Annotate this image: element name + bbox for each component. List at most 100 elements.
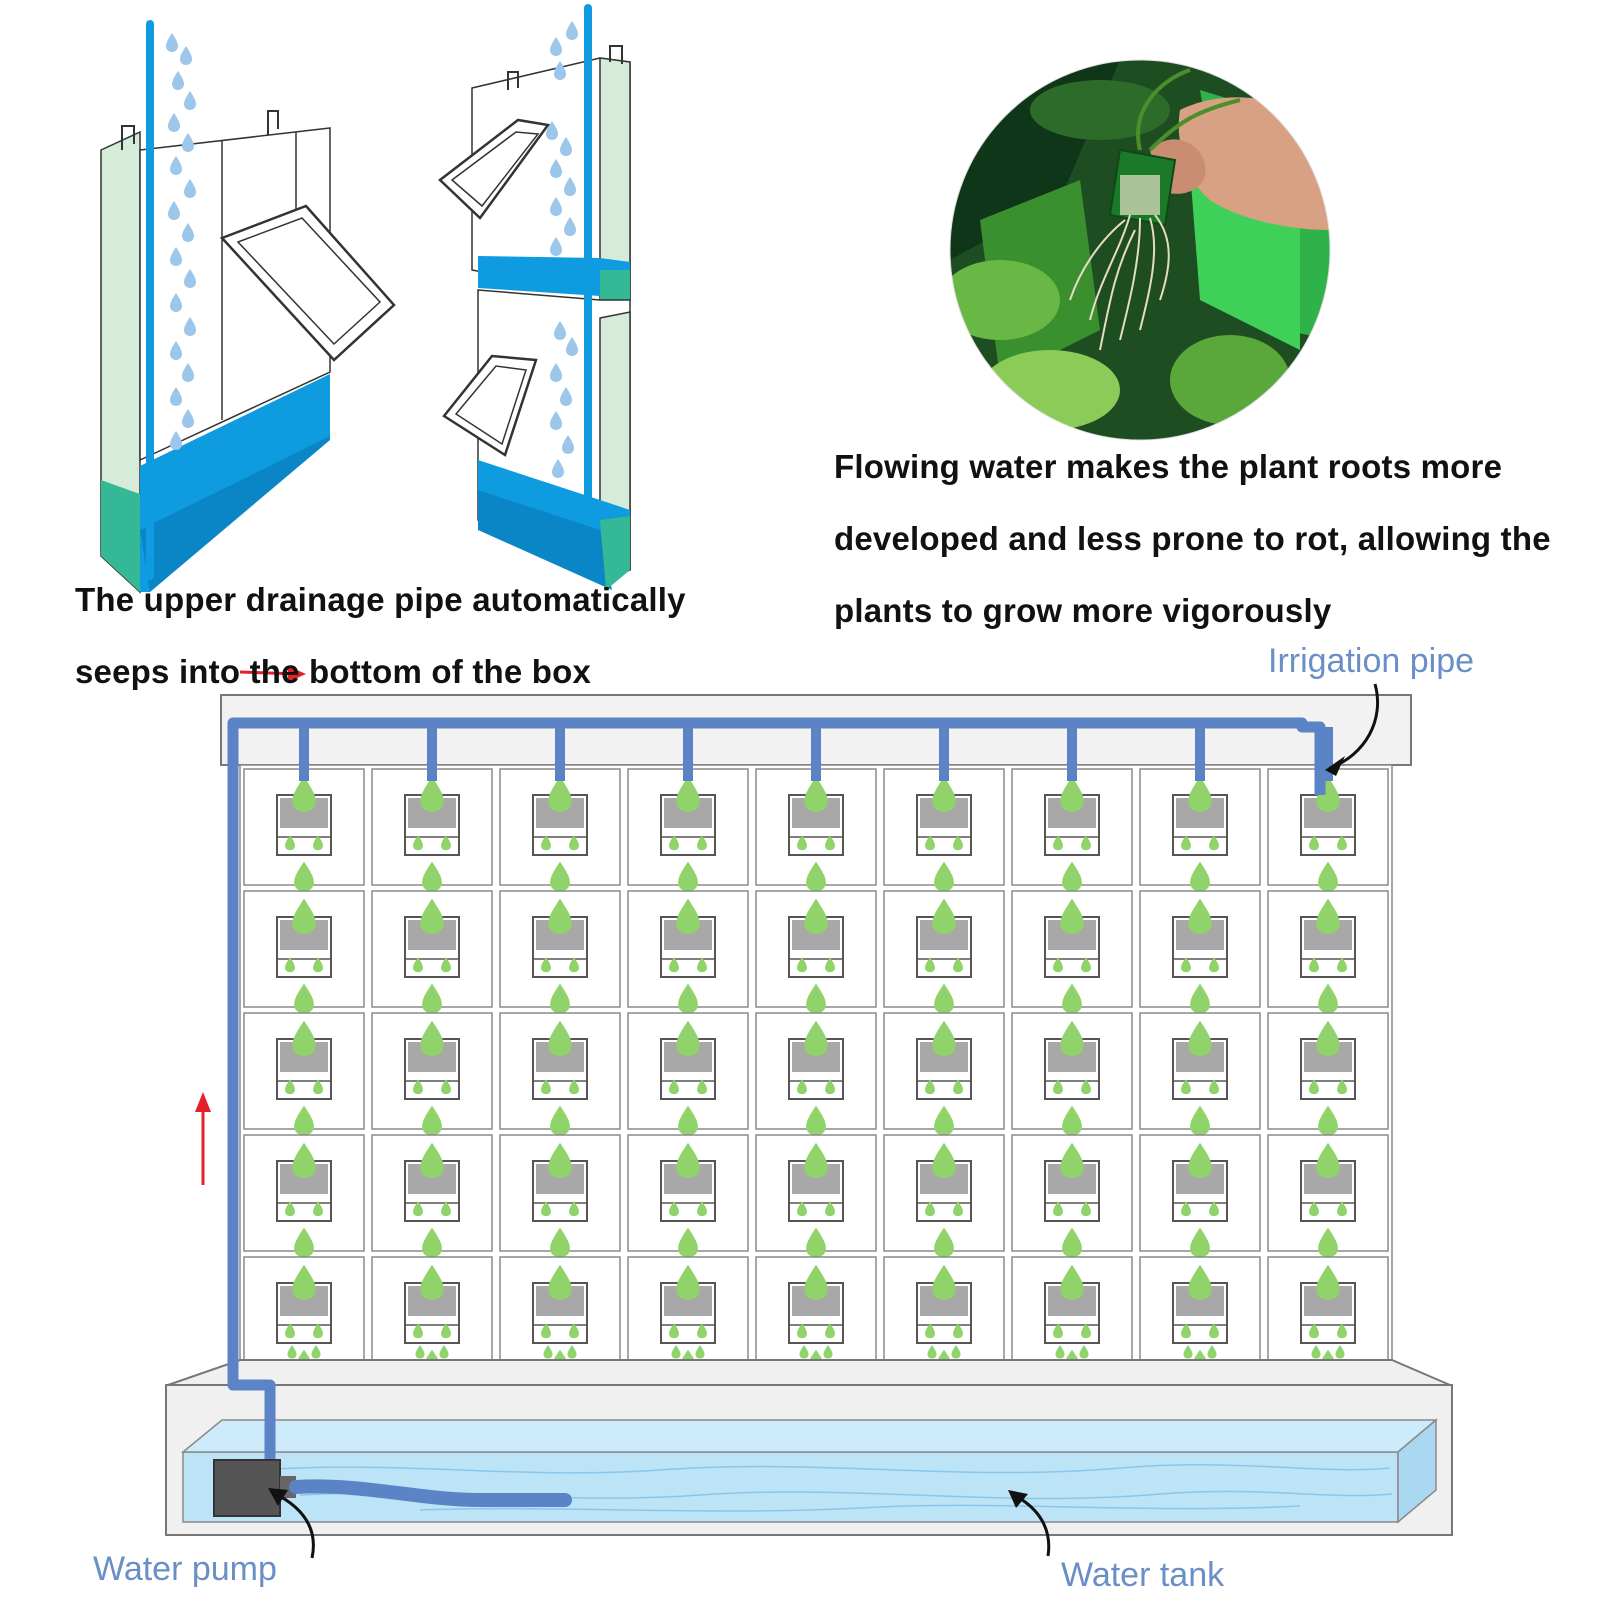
water-droplet [1318, 1227, 1338, 1258]
water-droplet [1181, 1323, 1191, 1339]
water-droplet [1316, 898, 1340, 934]
planting-module [1139, 768, 1261, 892]
water-droplet [441, 835, 451, 851]
water-droplet [925, 1079, 935, 1095]
water-droplet [953, 1323, 963, 1339]
planting-module [371, 890, 493, 1014]
water-droplet [569, 1323, 579, 1339]
water-droplet [953, 1201, 963, 1217]
water-droplet [676, 1264, 700, 1300]
water-droplet [804, 1264, 828, 1300]
water-droplet [669, 835, 679, 851]
water-droplet [422, 861, 442, 892]
water-droplet [1190, 861, 1210, 892]
water-droplet [676, 898, 700, 934]
water-droplet [294, 861, 314, 892]
water-droplet [1190, 983, 1210, 1014]
water-droplet [806, 1227, 826, 1258]
water-droplet [541, 957, 551, 973]
water-droplet [1053, 1079, 1063, 1095]
water-droplet [669, 1201, 679, 1217]
drip-emitter [299, 727, 309, 781]
planting-module [755, 1134, 877, 1258]
water-droplet [934, 983, 954, 1014]
water-droplet [1188, 1020, 1212, 1056]
water-droplet [1318, 861, 1338, 892]
water-droplet [806, 983, 826, 1014]
planting-module [499, 890, 621, 1014]
planting-module [243, 1134, 365, 1258]
water-droplet [1081, 1079, 1091, 1095]
planting-module [1267, 768, 1389, 892]
water-droplet [415, 1345, 425, 1359]
water-droplet [292, 898, 316, 934]
planting-module [499, 1256, 621, 1380]
water-droplet [541, 1201, 551, 1217]
planting-module [755, 1012, 877, 1136]
planting-module [883, 1256, 1005, 1380]
water-droplet [1181, 835, 1191, 851]
planting-module [755, 1256, 877, 1380]
water-droplet [413, 1079, 423, 1095]
water-droplet [441, 957, 451, 973]
water-droplet [1309, 1201, 1319, 1217]
water-droplet [953, 957, 963, 973]
water-droplet [550, 1227, 570, 1258]
water-droplet [1207, 1345, 1217, 1359]
water-droplet [678, 1105, 698, 1136]
planting-module [1139, 890, 1261, 1014]
water-droplet [1316, 1264, 1340, 1300]
water-droplet [292, 1142, 316, 1178]
water-droplet [678, 983, 698, 1014]
water-droplet [543, 1345, 553, 1359]
water-droplet [569, 957, 579, 973]
water-droplet [1055, 1345, 1065, 1359]
planting-module [243, 1012, 365, 1136]
water-droplet [548, 898, 572, 934]
water-droplet [1060, 898, 1084, 934]
water-droplet [541, 835, 551, 851]
water-droplet [569, 835, 579, 851]
water-droplet [292, 1020, 316, 1056]
planting-module [1139, 1256, 1261, 1380]
irrigation-pipe-label: Irrigation pipe [1268, 642, 1475, 680]
planting-module [1011, 1134, 1133, 1258]
planting-module [755, 890, 877, 1014]
water-pump-label: Water pump [93, 1550, 277, 1588]
water-droplet [420, 776, 444, 812]
water-droplet [294, 983, 314, 1014]
water-droplet [420, 1142, 444, 1178]
water-droplet [697, 1323, 707, 1339]
water-droplet [1181, 957, 1191, 973]
planting-module [883, 890, 1005, 1014]
module-illustration-right [438, 4, 631, 590]
drip-emitter [683, 727, 693, 781]
water-droplet [1309, 957, 1319, 973]
water-droplet [292, 776, 316, 812]
water-droplet [569, 1079, 579, 1095]
water-droplet [550, 983, 570, 1014]
water-droplet [953, 835, 963, 851]
water-droplet [797, 957, 807, 973]
water-droplet [422, 1227, 442, 1258]
water-droplet [550, 1105, 570, 1136]
planting-module [627, 1256, 749, 1380]
water-droplet [678, 861, 698, 892]
water-droplet [1053, 1323, 1063, 1339]
water-droplet [439, 1345, 449, 1359]
drip-emitter [939, 727, 949, 781]
water-droplet [1309, 1079, 1319, 1095]
water-droplet [1062, 1105, 1082, 1136]
planting-module [371, 1012, 493, 1136]
roots-caption-line-3: plants to grow more vigorously [834, 592, 1332, 629]
water-droplet [806, 1105, 826, 1136]
water-droplet [567, 1345, 577, 1359]
water-droplet [1188, 1264, 1212, 1300]
water-droplet [825, 1079, 835, 1095]
water-droplet [420, 898, 444, 934]
water-droplet [1337, 1079, 1347, 1095]
water-droplet [422, 1105, 442, 1136]
water-droplet [678, 1227, 698, 1258]
drainage-caption: The upper drainage pipe automatically se… [75, 564, 775, 708]
planting-module [1267, 1134, 1389, 1258]
